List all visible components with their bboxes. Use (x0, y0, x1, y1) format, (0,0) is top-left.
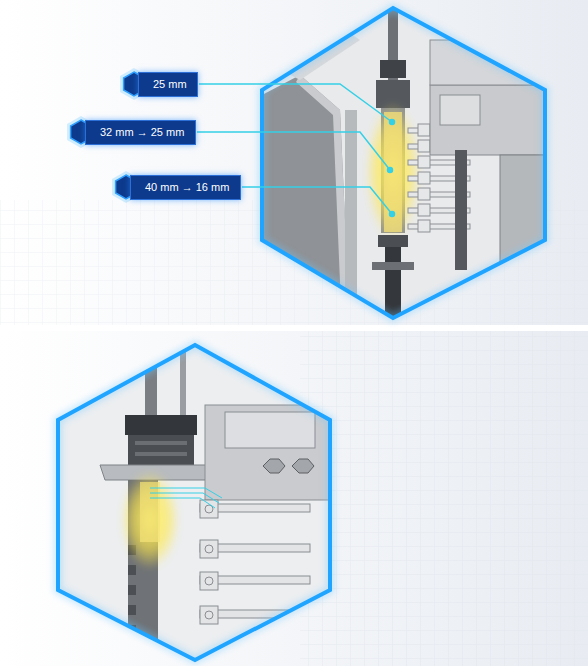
drawing-part (378, 235, 408, 247)
drawing-part (58, 345, 330, 660)
drawing-part (205, 405, 330, 500)
finger-hole (205, 611, 213, 619)
drawing-part (262, 8, 545, 318)
drawing-part (388, 168, 393, 173)
drawing-part (225, 412, 315, 448)
drawing-part (292, 459, 314, 473)
drawing-part (120, 470, 180, 570)
shaft-notch (128, 605, 136, 615)
finger-block (200, 606, 218, 624)
finger-hole (205, 545, 213, 553)
top-illustration (255, 0, 555, 330)
drawing-part (262, 8, 545, 318)
dimension-label: 25 mm (139, 73, 197, 96)
drawing-part (381, 108, 405, 233)
drawing-part (199, 84, 392, 122)
drawing-part (263, 459, 314, 473)
drawing-part (135, 452, 187, 456)
finger-block (200, 540, 218, 558)
drawing-part (300, 330, 588, 666)
drawing-part (455, 150, 467, 270)
bottom-illustration (50, 340, 340, 666)
dimension-box: 32 mm → 25 mm (85, 120, 196, 145)
dimension-box: 25 mm (138, 72, 198, 97)
finger-hole (205, 577, 213, 585)
finger-block (200, 500, 218, 518)
finger-block (418, 124, 430, 136)
finger-block (418, 220, 430, 232)
drawing-part (0, 325, 588, 331)
finger-block (200, 572, 218, 590)
drawing-part (58, 345, 330, 660)
drawing-part (242, 187, 392, 214)
dimension-label: 40 mm → 16 mm (131, 176, 240, 199)
drawing-part (365, 102, 421, 242)
shaft-notch (128, 565, 136, 575)
drawing-part (262, 20, 360, 80)
finger-block (418, 172, 430, 184)
drawing-part (440, 95, 480, 125)
dimension-box: 40 mm → 16 mm (130, 175, 241, 200)
dimension-label: 32 mm → 25 mm (86, 121, 195, 144)
finger-block (418, 140, 430, 152)
drawing-part (145, 340, 157, 420)
drawing-part (128, 435, 194, 465)
drawing-part (262, 75, 350, 330)
drawing-part (384, 112, 402, 232)
shaft-notch (128, 585, 136, 595)
drawing-part (255, 0, 555, 330)
drawing-part (140, 482, 160, 542)
drawing-part (197, 132, 390, 170)
drawing-part (430, 85, 545, 155)
drawing-part (50, 340, 340, 666)
drawing-part (125, 415, 197, 435)
finger-block (418, 188, 430, 200)
shaft-notch (128, 645, 136, 655)
drawing-part (500, 155, 545, 315)
drawing-part (372, 262, 414, 270)
drawing-part (390, 212, 395, 217)
drawing-part (380, 60, 406, 78)
finger-block (418, 204, 430, 216)
drawing-part (263, 459, 285, 473)
drawing-part (150, 488, 222, 508)
finger-block (418, 156, 430, 168)
drawing-part (135, 441, 187, 445)
drawing-part (150, 498, 215, 508)
drawing-part (390, 120, 395, 125)
